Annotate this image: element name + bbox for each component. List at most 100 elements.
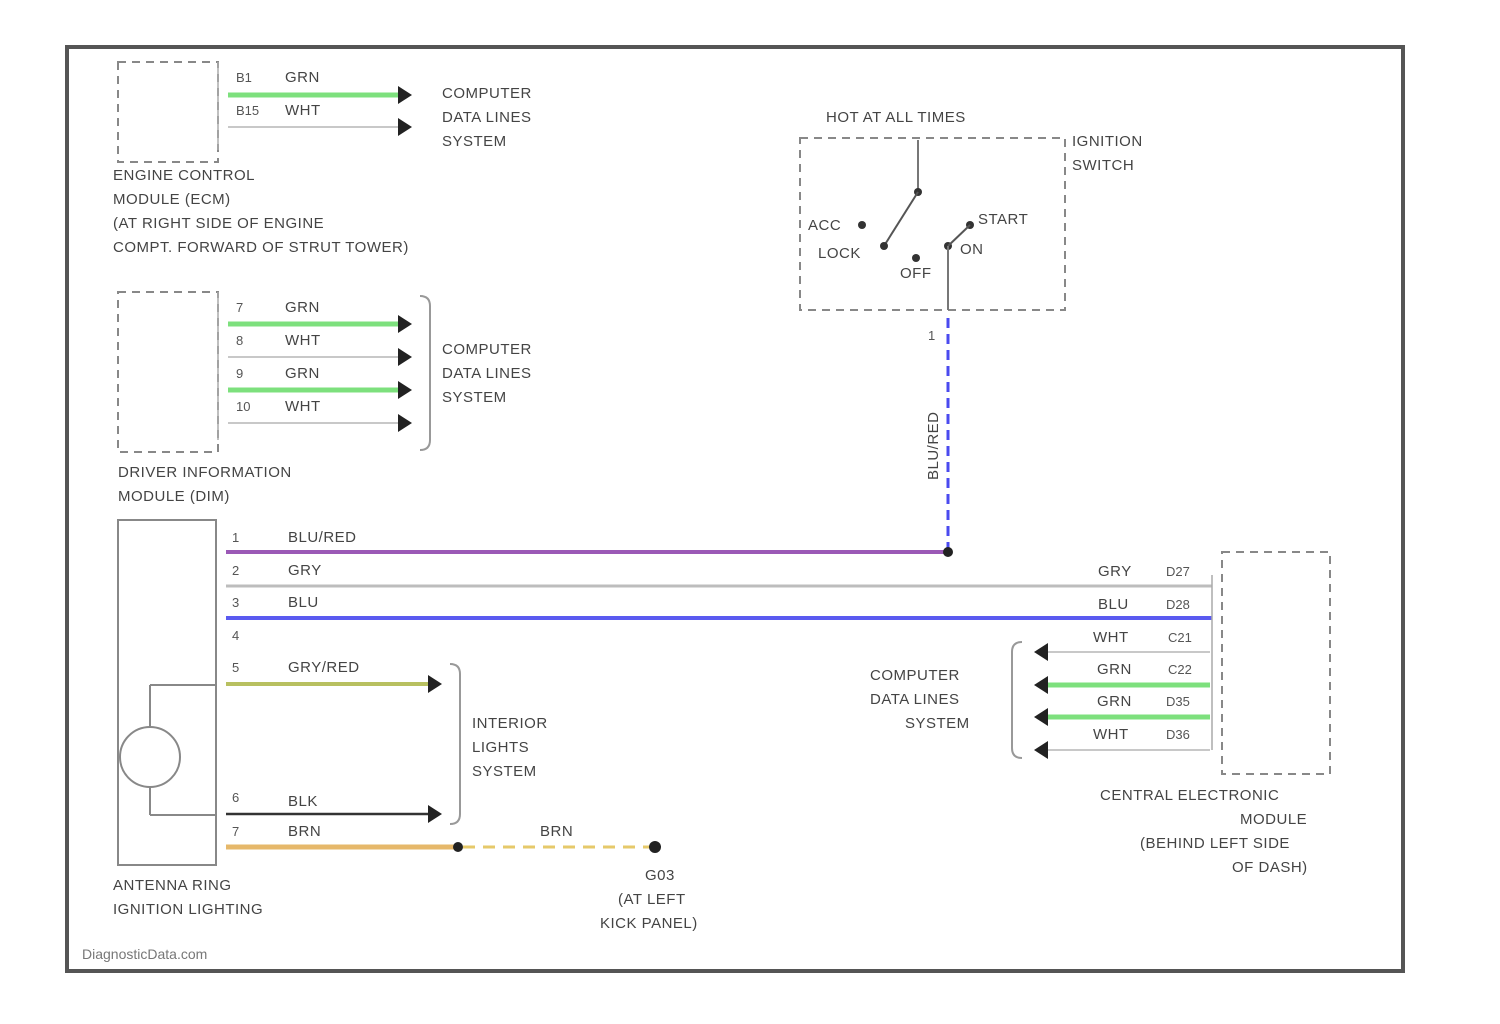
- cem-pin-d36: D36: [1166, 727, 1190, 742]
- ignition-pin-1: 1: [928, 328, 935, 343]
- antenna-pin-3: 3: [232, 595, 239, 610]
- dim-box: [118, 292, 218, 452]
- cem-box: [1222, 552, 1330, 774]
- ignition-pos-on: ON: [960, 241, 984, 258]
- arrow-icon: [398, 414, 412, 432]
- ecm-wire-b1-color: GRN: [285, 69, 320, 86]
- ignition-contact-arm: [884, 192, 918, 246]
- cem-label-line2: MODULE: [1240, 811, 1307, 828]
- ground-label-line1: G03: [645, 867, 675, 884]
- antenna-wire-1-color: BLU/RED: [288, 529, 357, 546]
- dim-wire-8-color: WHT: [285, 332, 321, 349]
- dim-wire-7-color: GRN: [285, 299, 320, 316]
- dim-pin-10: 10: [236, 399, 250, 414]
- antenna-pin-5: 5: [232, 660, 239, 675]
- ignition-switch-component: HOT AT ALL TIMES IGNITION SWITCH ACC LOC…: [800, 109, 1143, 552]
- arrow-icon: [1034, 741, 1048, 759]
- splice-dot: [453, 842, 463, 852]
- arrow-icon: [398, 86, 412, 104]
- ecm-wire-b15-color: WHT: [285, 102, 321, 119]
- dim-wire-10-color: WHT: [285, 398, 321, 415]
- splice-dot: [943, 547, 953, 557]
- dim-dest-line3: SYSTEM: [442, 389, 507, 406]
- ecm-component: B1 GRN B15 WHT COMPUTER DATA LINES SYSTE…: [113, 62, 532, 256]
- ignition-pos-acc: ACC: [808, 217, 841, 234]
- cem-wire-c21-color: WHT: [1093, 629, 1129, 646]
- ecm-dest-line1: COMPUTER: [442, 85, 532, 102]
- cem-pin-d35: D35: [1166, 694, 1190, 709]
- arrow-icon: [428, 675, 442, 693]
- arrow-icon: [1034, 676, 1048, 694]
- ecm-box: [118, 62, 218, 162]
- arrow-icon: [398, 315, 412, 333]
- cem-pin-d28: D28: [1166, 597, 1190, 612]
- cem-label-line4: OF DASH): [1232, 859, 1308, 876]
- interior-dest-line3: SYSTEM: [472, 763, 537, 780]
- antenna-wire-5-color: GRY/RED: [288, 659, 360, 676]
- cem-bracket: [1012, 642, 1022, 758]
- dim-label-line2: MODULE (DIM): [118, 488, 230, 505]
- interior-dest-line2: LIGHTS: [472, 739, 529, 756]
- antenna-pin-4: 4: [232, 628, 239, 643]
- cem-dest-line3: SYSTEM: [905, 715, 970, 732]
- ecm-label-line2: MODULE (ECM): [113, 191, 231, 208]
- dim-wire-9-color: GRN: [285, 365, 320, 382]
- antenna-pin-6: 6: [232, 790, 239, 805]
- ground-label-line2: (AT LEFT: [618, 891, 686, 908]
- ignition-pos-start: START: [978, 211, 1028, 228]
- ecm-label-line1: ENGINE CONTROL: [113, 167, 255, 184]
- antenna-ring-box: [118, 520, 216, 865]
- ground-icon: [649, 841, 661, 853]
- antenna-pin-7: 7: [232, 824, 239, 839]
- cem-pin-c22: C22: [1168, 662, 1192, 677]
- arrow-icon: [1034, 708, 1048, 726]
- ignition-title-line1: IGNITION: [1072, 133, 1143, 150]
- interior-dest-line1: INTERIOR: [472, 715, 548, 732]
- ignition-title-line2: SWITCH: [1072, 157, 1134, 174]
- arrow-icon: [428, 805, 442, 823]
- antenna-pin-1: 1: [232, 530, 239, 545]
- dim-bracket: [420, 296, 430, 450]
- cem-wire-d36-color: WHT: [1093, 726, 1129, 743]
- arrow-icon: [398, 348, 412, 366]
- antenna-label-line2: IGNITION LIGHTING: [113, 901, 263, 918]
- cem-pin-c21: C21: [1168, 630, 1192, 645]
- cem-dest-line1: COMPUTER: [870, 667, 960, 684]
- interior-lights-dest: INTERIOR LIGHTS SYSTEM: [450, 664, 548, 824]
- antenna-wire-7-color: BRN: [288, 823, 321, 840]
- cem-wire-c22-color: GRN: [1097, 661, 1132, 678]
- ecm-label-line4: COMPT. FORWARD OF STRUT TOWER): [113, 239, 409, 256]
- ecm-pin-b1: B1: [236, 70, 252, 85]
- antenna-pin-2: 2: [232, 563, 239, 578]
- cem-component: GRY D27 BLU D28 WHT C21 GRN C22 GRN D35 …: [870, 552, 1330, 876]
- cem-wire-d28-color: BLU: [1098, 596, 1129, 613]
- cem-dest-line2: DATA LINES: [870, 691, 959, 708]
- antenna-label-line1: ANTENNA RING: [113, 877, 232, 894]
- hot-at-all-times-label: HOT AT ALL TIMES: [826, 109, 966, 126]
- lamp-icon: [120, 727, 180, 787]
- arrow-icon: [398, 381, 412, 399]
- ground-wire-color: BRN: [540, 823, 573, 840]
- cem-label-line1: CENTRAL ELECTRONIC: [1100, 787, 1279, 804]
- cem-wire-d27-color: GRY: [1098, 563, 1132, 580]
- ecm-pin-b15: B15: [236, 103, 259, 118]
- dim-dest-line1: COMPUTER: [442, 341, 532, 358]
- interior-bracket: [450, 664, 460, 824]
- dim-pin-8: 8: [236, 333, 243, 348]
- cem-pin-d27: D27: [1166, 564, 1190, 579]
- antenna-wire-2-color: GRY: [288, 562, 322, 579]
- cem-label-line3: (BEHIND LEFT SIDE: [1140, 835, 1290, 852]
- ground-label-line3: KICK PANEL): [600, 915, 698, 932]
- dim-pin-9: 9: [236, 366, 243, 381]
- ground-component: BRN G03 (AT LEFT KICK PANEL): [463, 823, 698, 932]
- ignition-pos-lock: LOCK: [818, 245, 861, 262]
- dim-label-line1: DRIVER INFORMATION: [118, 464, 292, 481]
- ignition-wire-color: BLU/RED: [925, 411, 942, 480]
- antenna-wire-3-color: BLU: [288, 594, 319, 611]
- cem-wire-d35-color: GRN: [1097, 693, 1132, 710]
- dim-dest-line2: DATA LINES: [442, 365, 531, 382]
- footer-watermark: DiagnosticData.com: [82, 946, 207, 962]
- dim-component: 7 GRN 8 WHT 9 GRN 10 WHT COMPUTER DATA L…: [118, 292, 532, 505]
- arrow-icon: [1034, 643, 1048, 661]
